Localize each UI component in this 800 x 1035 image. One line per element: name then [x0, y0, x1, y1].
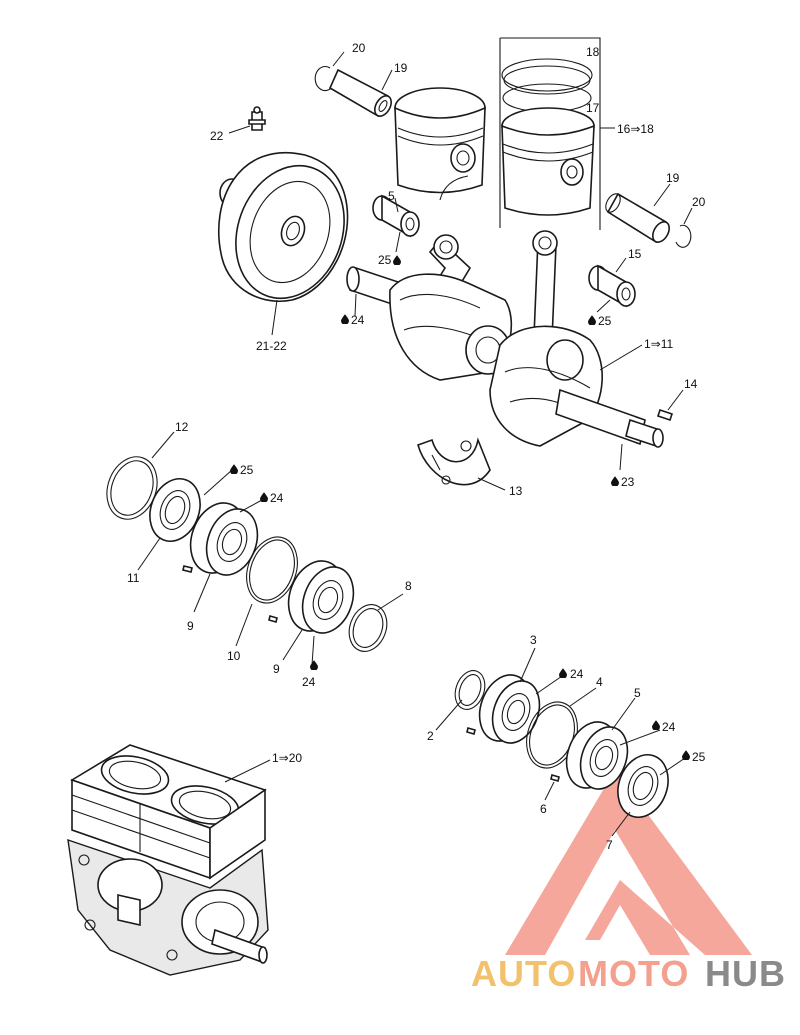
ball-bearing-3	[478, 674, 541, 744]
label-2: 2	[427, 729, 434, 743]
label-20-left: 20	[352, 41, 366, 55]
label-24-left: 24	[270, 491, 284, 505]
piston-right	[501, 107, 595, 216]
label-3: 3	[530, 633, 537, 647]
oil-drop-icon	[682, 750, 690, 760]
piston-ring-18	[501, 58, 593, 95]
ball-bearing-9-right	[287, 560, 355, 634]
label-25-left: 25	[240, 463, 254, 477]
label-6: 6	[540, 802, 547, 816]
needle-bearing-5-left	[372, 194, 420, 238]
label-4: 4	[596, 675, 603, 689]
piston-left	[394, 87, 486, 201]
label-9-left: 9	[187, 619, 194, 633]
label-25-right: 25	[598, 314, 612, 328]
shim-2	[454, 670, 486, 710]
shim-8	[348, 604, 388, 652]
oil-drop-icon	[588, 315, 596, 325]
dowel-pin-left	[182, 565, 193, 573]
label-24-stack-a: 24	[570, 667, 584, 681]
label-23: 23	[621, 475, 635, 489]
label-16-18: 16⇒18	[617, 122, 654, 136]
crankshaft-assembly	[346, 230, 664, 448]
label-1-20: 1⇒20	[272, 751, 302, 765]
circlip-20-left	[314, 65, 334, 92]
wrist-pin-19-right	[605, 192, 670, 243]
label-20-right: 20	[692, 195, 706, 209]
oil-drop-icon	[393, 255, 401, 265]
watermark-triangle-icon	[505, 770, 752, 955]
label-17: 17	[586, 101, 600, 115]
label-25-top: 25	[378, 253, 392, 267]
dowel-pin-6	[550, 774, 560, 782]
seal-11	[149, 478, 201, 542]
label-24-top: 24	[351, 313, 365, 327]
label-18: 18	[586, 45, 600, 59]
label-8: 8	[405, 579, 412, 593]
watermark-logo: AUTO MOTO HUB	[471, 770, 786, 994]
callout-labels: 20 19 18 17 16⇒18 22 5 19 20 15 25 25 24…	[127, 41, 706, 852]
seal-7	[617, 754, 669, 818]
label-11: 11	[127, 571, 140, 585]
label-22: 22	[210, 129, 224, 143]
oil-drop-icon	[652, 720, 660, 730]
label-21-22: 21-22	[256, 339, 287, 353]
ball-bearing-9-left	[189, 502, 259, 576]
watermark-moto: MOTO	[578, 953, 689, 994]
bearing-cage-13	[417, 437, 491, 486]
woodruff-key-14	[656, 408, 674, 422]
oil-drop-icon	[611, 476, 619, 486]
dowel-pin-right	[466, 727, 476, 735]
label-5-bottom: 5	[634, 686, 641, 700]
oil-drop-icon	[230, 464, 238, 474]
circlip-20-right	[675, 224, 692, 248]
watermark-hub: HUB	[705, 953, 786, 994]
label-1-11: 1⇒11	[644, 337, 674, 351]
label-13: 13	[509, 484, 523, 498]
dowel-pin-center	[268, 615, 278, 623]
wrist-pin-19-left	[328, 68, 392, 117]
label-24-bottom: 24	[302, 675, 316, 689]
label-25-bottom: 25	[692, 750, 706, 764]
piston-kit-bracket	[499, 37, 615, 230]
shim-10	[246, 536, 298, 604]
label-15: 15	[628, 247, 642, 261]
oil-drop-icon	[310, 660, 318, 670]
ball-bearing-5	[565, 721, 629, 790]
label-5-top: 5	[388, 189, 395, 203]
watermark-auto: AUTO	[471, 953, 576, 994]
flywheel-21-22	[217, 152, 349, 302]
label-12: 12	[175, 420, 189, 434]
oil-drop-icon	[559, 668, 567, 678]
label-7: 7	[606, 838, 613, 852]
label-19-right: 19	[666, 171, 680, 185]
engine-block	[67, 744, 269, 976]
label-19-left: 19	[394, 61, 408, 75]
oil-drop-icon	[341, 314, 349, 324]
label-9-right: 9	[273, 662, 280, 676]
label-14: 14	[684, 377, 698, 391]
grease-fitting-22	[248, 106, 266, 131]
needle-bearing-15	[588, 264, 636, 308]
label-10: 10	[227, 649, 241, 663]
leader-lines	[137, 51, 693, 837]
oil-drop-icon	[260, 492, 268, 502]
label-24-stack-b: 24	[662, 720, 676, 734]
